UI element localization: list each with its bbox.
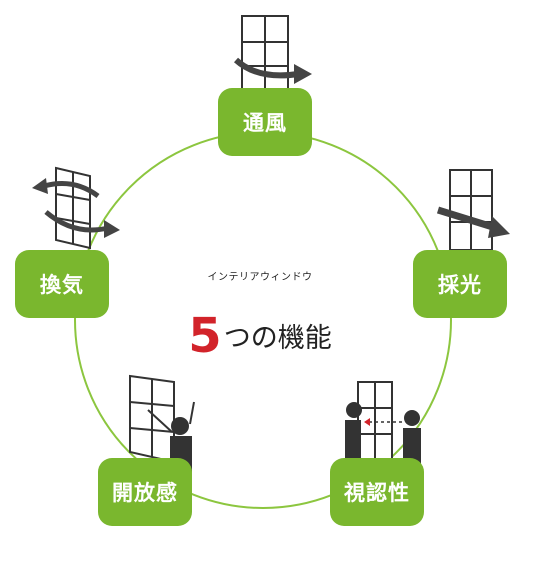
center-title: 5つの機能 (170, 308, 350, 364)
function-box-ventilation: 換気 (15, 250, 109, 318)
visibility-people-icon (345, 381, 421, 468)
function-label: 換気 (40, 273, 84, 297)
center-title-text: つの機能 (223, 323, 332, 354)
function-box-daylighting: 採光 (413, 250, 507, 318)
window-airflow-icon (233, 15, 312, 91)
center-number: 5 (188, 308, 222, 364)
function-label: 開放感 (112, 481, 178, 505)
center-subtitle: インテリアウィンドウ (207, 272, 313, 283)
function-box-ventilation-airflow: 通風 (218, 88, 312, 156)
function-label: 採光 (438, 273, 482, 297)
window-light-icon (436, 169, 510, 251)
function-box-openness: 開放感 (98, 458, 192, 526)
function-label: 通風 (243, 111, 287, 135)
function-label: 視認性 (344, 481, 410, 505)
function-box-visibility: 視認性 (330, 458, 424, 526)
window-ventilation-icon (32, 166, 120, 250)
